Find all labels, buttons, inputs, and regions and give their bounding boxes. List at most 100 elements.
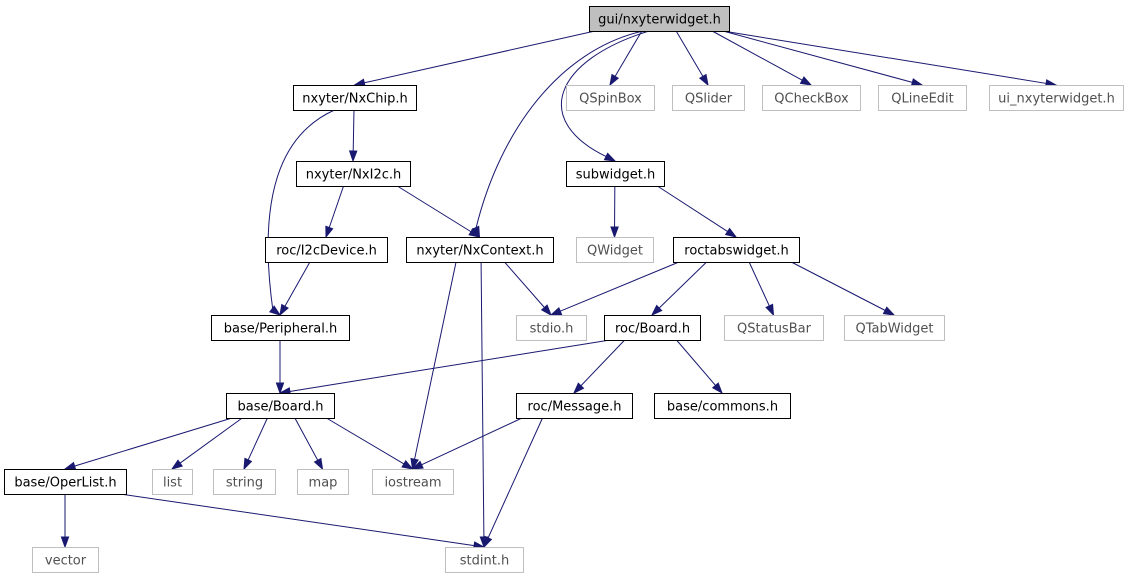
- node-base-board-h[interactable]: base/Board.h: [226, 393, 335, 419]
- arrowhead-roctabswidget-to-rocboard: [650, 304, 663, 317]
- node-box: [4, 469, 127, 495]
- edge-nxcontext-to-iostream: [413, 261, 457, 461]
- node-ui-nxyterwidget-h: ui_nxyterwidget.h: [989, 85, 1124, 111]
- node-label: roctabswidget.h: [684, 244, 788, 259]
- node-label: base/commons.h: [667, 400, 778, 415]
- node-roc-i2cdevice-h[interactable]: roc/I2cDevice.h: [265, 237, 388, 263]
- node-nxyter-nxcontext-h[interactable]: nxyter/NxContext.h: [406, 237, 554, 263]
- node-base-operlist-h[interactable]: base/OperList.h: [4, 469, 127, 495]
- node-box: [297, 469, 349, 495]
- node-box: [589, 6, 730, 32]
- node-box: [566, 85, 655, 111]
- edge-operlist-to-stdint: [119, 493, 476, 547]
- edge-baseboard-to-map: [294, 417, 319, 462]
- edge-roctabswidget-to-stdio: [559, 261, 680, 313]
- node-label: QCheckBox: [774, 92, 849, 107]
- edge-roctabswidget-to-qstatusbar: [748, 261, 771, 308]
- node-box: [293, 85, 417, 111]
- node-box: [211, 315, 350, 341]
- arrowhead-root-to-qspinbox: [609, 73, 620, 87]
- node-label: base/Board.h: [238, 400, 324, 415]
- node-box: [844, 315, 945, 341]
- edge-root-to-qslider: [675, 30, 704, 78]
- node-box: [673, 237, 800, 263]
- node-box: [152, 469, 193, 495]
- node-label: base/OperList.h: [14, 476, 116, 491]
- arrowhead-nxi2c-to-i2cdevice: [325, 225, 334, 239]
- arrowhead-root-to-qlineedit: [910, 78, 924, 87]
- arrowhead-rocboard-to-rocmessage: [572, 382, 585, 395]
- edge-rocboard-to-rocmessage: [579, 339, 626, 387]
- node-roc-board-h[interactable]: roc/Board.h: [604, 315, 701, 341]
- edge-i2cdevice-to-peripheral: [283, 261, 311, 308]
- edge-root-to-subwidget: [561, 30, 650, 158]
- node-box: [445, 547, 524, 573]
- node-box: [878, 85, 967, 111]
- node-box: [516, 315, 587, 341]
- node-gui-nxyterwidget-h[interactable]: gui/nxyterwidget.h: [589, 6, 730, 32]
- arrowhead-nxi2c-to-nxcontext: [468, 227, 481, 238]
- node-string: string: [213, 469, 276, 495]
- arrowhead-baseboard-to-map: [313, 457, 324, 471]
- node-box: [566, 161, 665, 187]
- edge-rocmessage-to-iostream: [420, 417, 523, 466]
- node-label: QTabWidget: [855, 322, 933, 337]
- edge-rocboard-to-baseboard: [288, 339, 611, 393]
- edge-baseboard-to-iostream: [326, 417, 406, 465]
- node-label: map: [309, 476, 338, 491]
- node-stdint-h: stdint.h: [445, 547, 524, 573]
- node-vector: vector: [32, 547, 99, 573]
- edges-layer: [60, 30, 1058, 550]
- node-label: roc/Message.h: [528, 400, 622, 415]
- node-map: map: [297, 469, 349, 495]
- arrowhead-operlist-to-vector: [60, 536, 70, 549]
- node-iostream: iostream: [372, 469, 454, 495]
- node-stdio-h: stdio.h: [516, 315, 587, 341]
- node-roctabswidget-h[interactable]: roctabswidget.h: [673, 237, 800, 263]
- arrowhead-rocmessage-to-stdint: [483, 535, 493, 549]
- arrowhead-nxcontext-to-stdio: [540, 304, 552, 317]
- node-label: subwidget.h: [576, 168, 655, 183]
- node-box: [576, 237, 654, 263]
- node-label: ui_nxyterwidget.h: [998, 92, 1115, 107]
- node-box: [989, 85, 1124, 111]
- node-roc-message-h[interactable]: roc/Message.h: [516, 393, 633, 419]
- edge-nxcontext-to-stdio: [504, 261, 546, 309]
- node-label: roc/Board.h: [615, 322, 690, 337]
- edge-root-to-nxchip: [363, 30, 596, 84]
- edge-root-to-qcheckbox: [711, 30, 804, 82]
- node-subwidget-h[interactable]: subwidget.h: [566, 161, 665, 187]
- node-nxyter-nxchip-h[interactable]: nxyter/NxChip.h: [293, 85, 417, 111]
- arrowhead-i2cdevice-to-peripheral: [279, 303, 289, 317]
- edge-nxi2c-to-nxcontext: [397, 185, 473, 233]
- edge-roctabswidget-to-rocboard: [658, 261, 707, 310]
- edge-nxi2c-to-i2cdevice: [328, 185, 345, 229]
- node-label: QSlider: [685, 92, 733, 107]
- node-qtabwidget: QTabWidget: [844, 315, 945, 341]
- arrowhead-rocmessage-to-iostream: [411, 460, 424, 470]
- node-label: nxyter/NxContext.h: [416, 244, 543, 259]
- arrowhead-baseboard-to-list: [170, 459, 184, 470]
- node-box: [604, 315, 701, 341]
- arrowhead-baseboard-to-string: [243, 457, 253, 471]
- edge-baseboard-to-operlist: [73, 417, 233, 467]
- node-box: [213, 469, 276, 495]
- node-qslider: QSlider: [672, 85, 745, 111]
- arrowhead-rocboard-to-basecommons: [711, 382, 723, 395]
- node-box: [265, 237, 388, 263]
- node-list: list: [152, 469, 193, 495]
- edge-rocboard-to-basecommons: [676, 339, 717, 387]
- node-qwidget: QWidget: [576, 237, 654, 263]
- arrowhead-nxcontext-to-iostream: [410, 457, 419, 471]
- edge-root-to-qspinbox: [614, 30, 643, 78]
- node-box: [654, 393, 791, 419]
- arrowhead-peripheral-to-baseboard: [275, 382, 285, 395]
- node-nxyter-nxi2c-h[interactable]: nxyter/NxI2c.h: [296, 161, 411, 187]
- node-base-peripheral-h[interactable]: base/Peripheral.h: [211, 315, 350, 341]
- node-base-commons-h[interactable]: base/commons.h: [654, 393, 791, 419]
- arrowhead-nxchip-to-peripheral: [269, 305, 282, 316]
- edge-subwidget-to-roctabswidget: [657, 185, 729, 233]
- edge-nxchip-to-nxi2c: [352, 109, 355, 153]
